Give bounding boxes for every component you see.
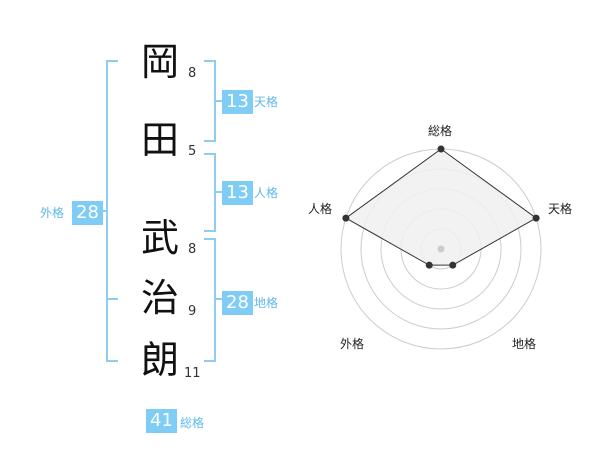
chikaku-bracket: [204, 238, 216, 362]
tenkaku-value-badge: 13: [222, 90, 253, 114]
tenkaku-label: 天格: [254, 95, 279, 109]
stroke-count-5: 11: [184, 366, 201, 381]
stroke-count-4: 9: [188, 304, 197, 319]
radar-axis-label-chikaku: 地格: [512, 337, 537, 351]
soukaku-label: 総格: [180, 416, 205, 430]
radar-point-3: [449, 261, 457, 269]
gaikaku-label: 外格: [40, 206, 65, 220]
radar-value-polygon: [344, 148, 538, 266]
gaikaku-bracket: [106, 60, 118, 362]
name-char-3: 武: [140, 216, 179, 260]
name-char-1: 岡: [140, 40, 179, 84]
radar-point-5: [342, 214, 350, 222]
name-char-5: 朗: [140, 338, 179, 382]
chikaku-label: 地格: [254, 296, 279, 310]
gaikaku-bracket-tick-inner: [108, 298, 118, 300]
name-char-2: 田: [140, 118, 179, 162]
name-char-4: 治: [140, 276, 179, 320]
radar-axis-label-gaikaku: 外格: [340, 337, 365, 351]
tenkaku-bracket-tick: [214, 100, 222, 102]
jinkaku-label: 人格: [254, 186, 279, 200]
chikaku-bracket-tick: [214, 298, 222, 300]
stroke-count-3: 8: [188, 242, 197, 257]
stroke-count-2: 5: [188, 144, 197, 159]
jinkaku-bracket-tick: [214, 191, 222, 193]
radar-center-dot: [437, 245, 445, 253]
radar-point-2: [532, 214, 540, 222]
radar-axis-label-soukaku: 総格: [428, 124, 453, 138]
radar-axis-label-jinkaku: 人格: [308, 202, 333, 216]
jinkaku-value-badge: 13: [222, 181, 253, 205]
chikaku-value-badge: 28: [222, 291, 253, 315]
gaikaku-value-badge: 28: [72, 201, 103, 225]
radar-point-1: [437, 145, 445, 153]
radar-point-4: [425, 261, 433, 269]
stroke-count-1: 8: [188, 66, 197, 81]
radar-axis-label-tenkaku: 天格: [548, 202, 573, 216]
soukaku-value-badge: 41: [146, 409, 177, 433]
